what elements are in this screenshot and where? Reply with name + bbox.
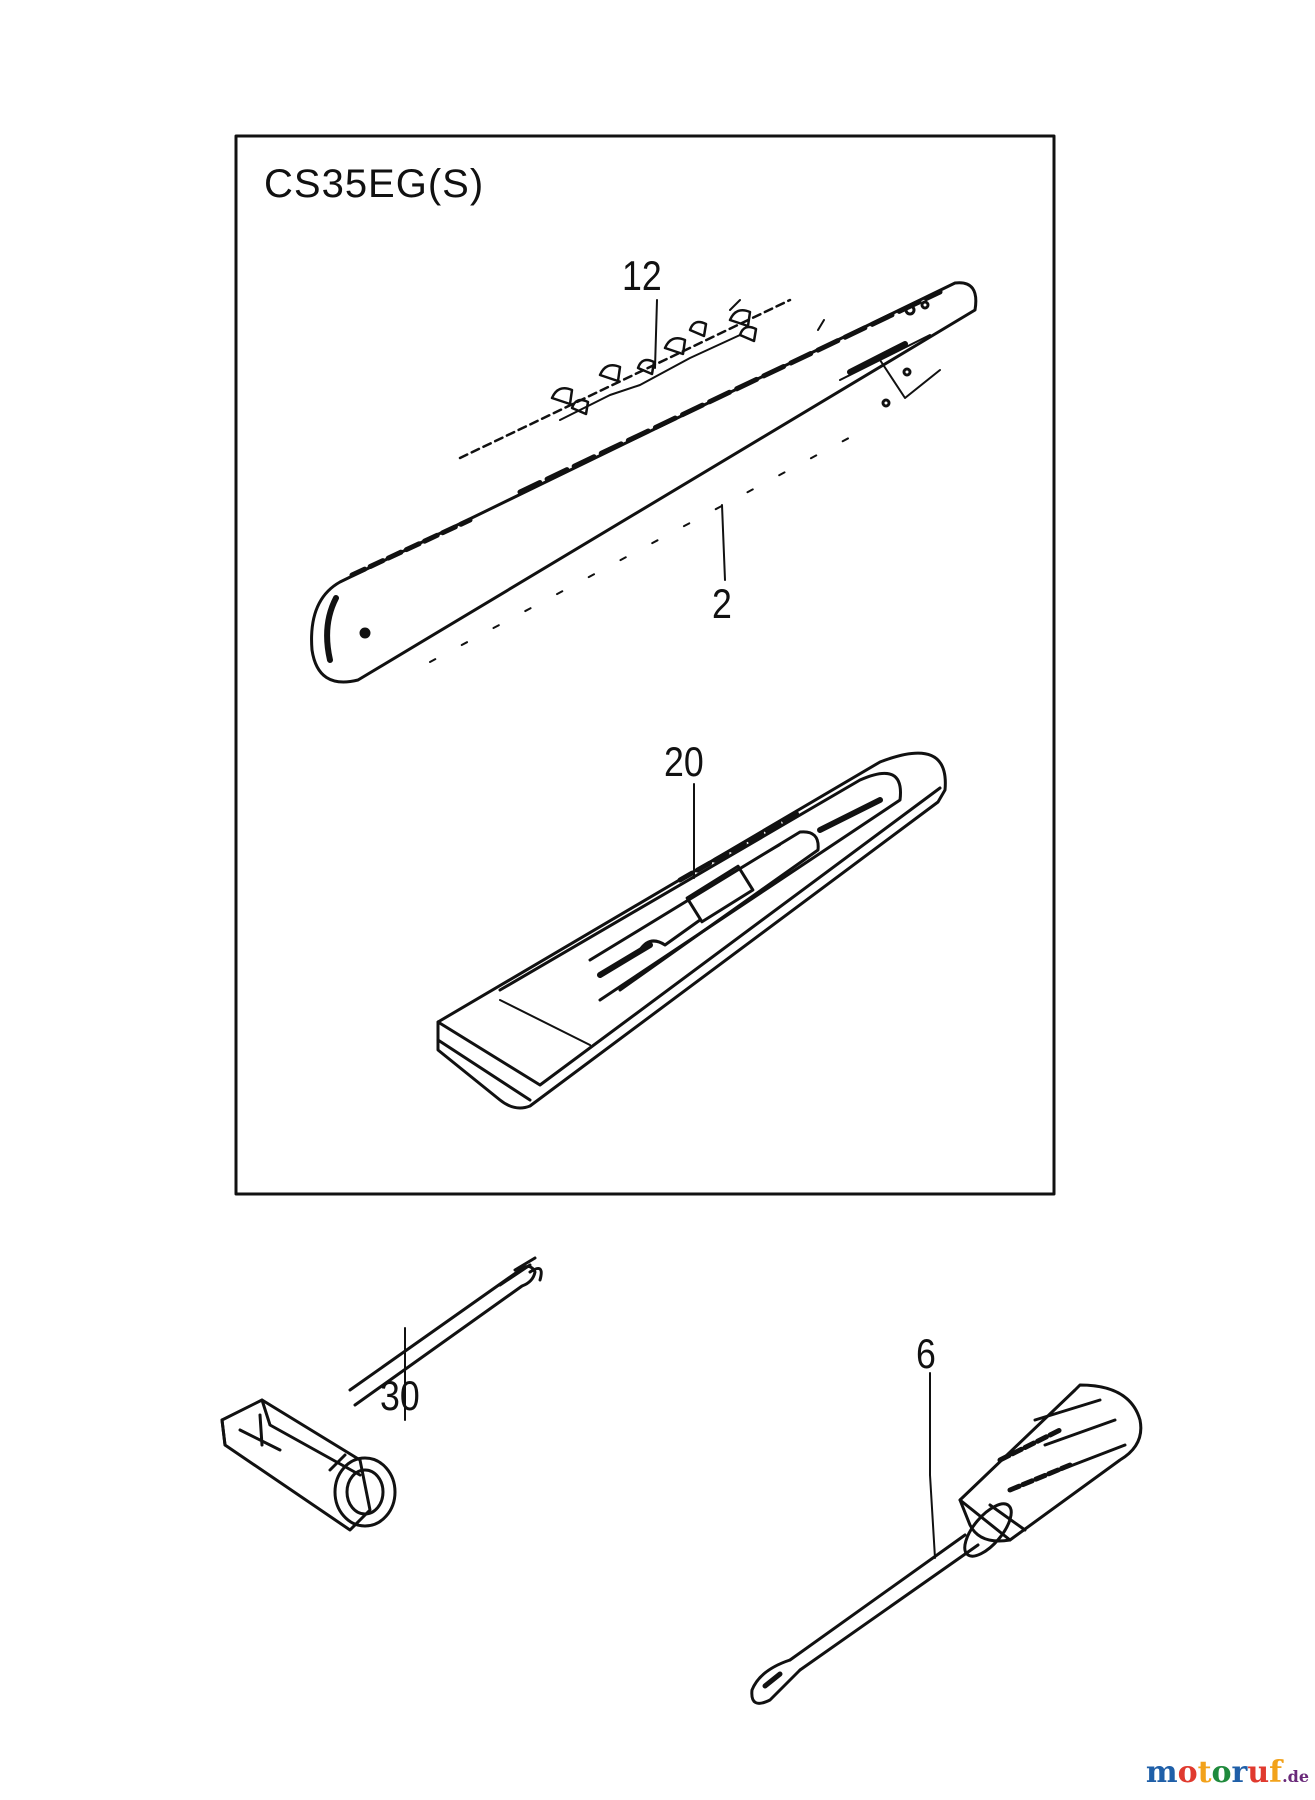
screwdriver bbox=[750, 1383, 1143, 1705]
callout-chain: 12 bbox=[622, 252, 662, 299]
callout-screwdriver: 6 bbox=[916, 1330, 936, 1377]
watermark-letter: o bbox=[1211, 1755, 1232, 1790]
callout-bar: 2 bbox=[712, 580, 732, 627]
watermark-letter: u bbox=[1247, 1755, 1270, 1790]
watermark-letter: m bbox=[1145, 1755, 1178, 1790]
callout-bar-cover: 20 bbox=[664, 738, 704, 785]
combination-wrench bbox=[220, 1256, 543, 1532]
watermark-letter: f bbox=[1269, 1755, 1283, 1790]
leader-lines bbox=[404, 299, 936, 1559]
watermark-logo: motoruf.de bbox=[1146, 1755, 1309, 1790]
watermark-suffix: .de bbox=[1282, 1767, 1309, 1786]
saw-chain bbox=[458, 298, 792, 460]
bar-cover bbox=[436, 751, 947, 1110]
watermark-letter: r bbox=[1231, 1755, 1248, 1790]
callout-combination-wrench: 30 bbox=[380, 1372, 420, 1419]
model-label: CS35EG(S) bbox=[264, 162, 485, 206]
watermark-letters: motoruf bbox=[1146, 1755, 1282, 1790]
kit-frame bbox=[234, 134, 1056, 1196]
watermark-letter: o bbox=[1177, 1755, 1198, 1790]
watermark-letter: t bbox=[1197, 1755, 1212, 1790]
guide-bar bbox=[310, 281, 978, 684]
